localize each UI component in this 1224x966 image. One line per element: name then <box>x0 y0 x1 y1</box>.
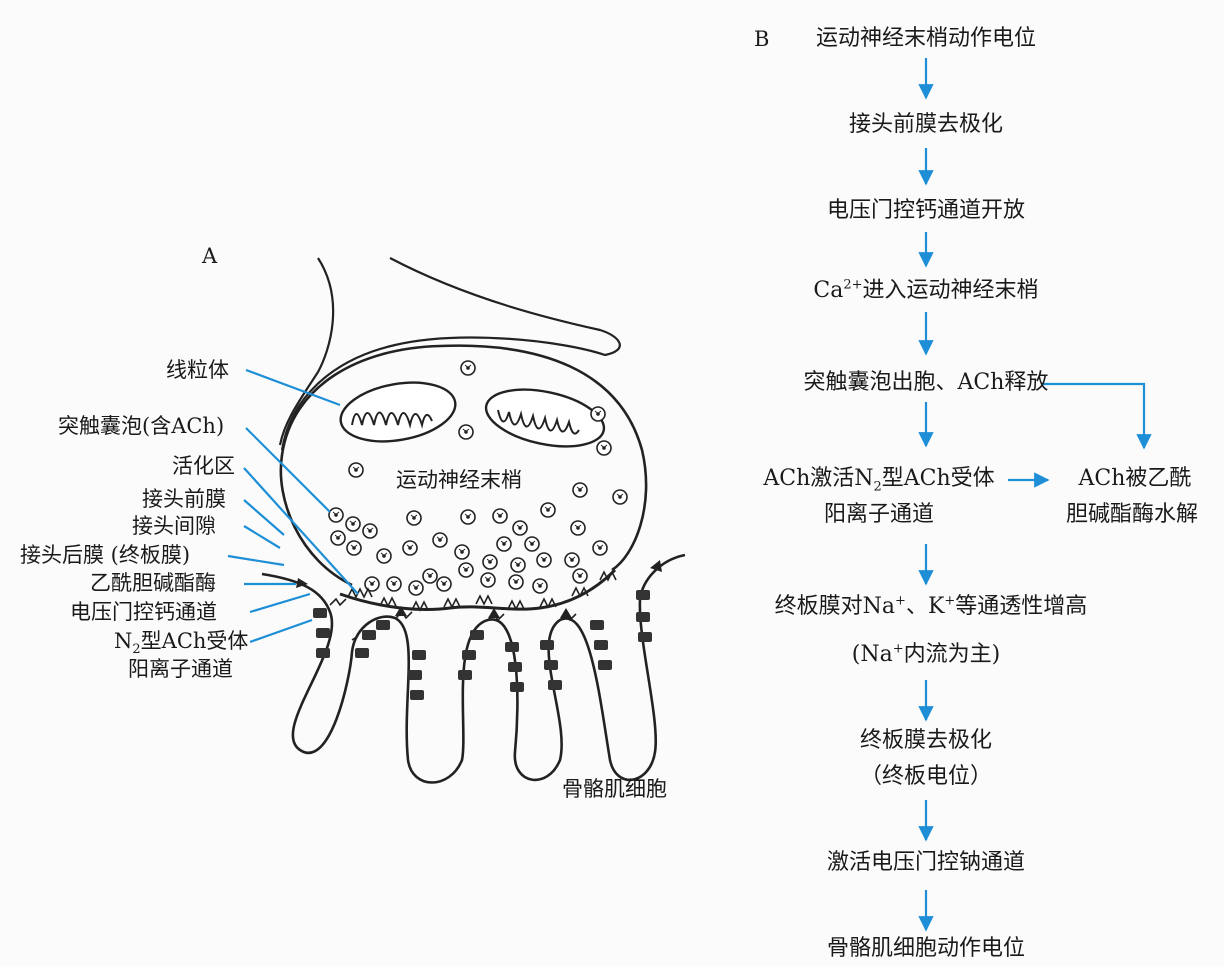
flow-step-7: 终板膜对Na+、K+等通透性增高 <box>746 594 1116 620</box>
flow-step-8-pre: (Na <box>851 642 893 667</box>
flow-step-2: 接头前膜去极化 <box>848 112 1003 137</box>
nerve-terminal-outline <box>279 344 648 587</box>
mitochondrion-right <box>484 388 606 448</box>
label-synaptic-vesicle: 突触囊泡(含ACh) <box>58 414 225 438</box>
flow-step-6b: 阳离子通道 <box>823 502 934 527</box>
calcium-charge: 2+ <box>843 277 863 293</box>
label-active-zone: 活化区 <box>172 454 235 478</box>
flow-step-10: 激活电压门控钠通道 <box>826 850 1025 875</box>
leader-lines <box>227 368 359 644</box>
mitochondrion-left <box>339 381 457 443</box>
panel-a-letter: A <box>202 244 218 268</box>
flow-step-6a-pre: ACh激活N <box>763 466 874 491</box>
sodium-charge: + <box>895 593 906 609</box>
flow-step-9b: （终板电位） <box>859 764 992 789</box>
label-junctional-cleft: 接头间隙 <box>132 514 216 538</box>
label-prejunctional-membrane: 接头前膜 <box>142 487 226 511</box>
ach-receptors <box>313 590 652 700</box>
flow-step-7-post: 等通透性增高 <box>955 594 1088 619</box>
flow-step-4: Ca2+进入运动神经末梢 <box>766 278 1086 304</box>
flow-step-3: 电压门控钙通道开放 <box>826 198 1025 223</box>
flow-step-8-post: 内流为主) <box>903 642 1001 667</box>
label-cation-channel: 阳离子通道 <box>128 657 233 681</box>
receptor-subscript: 2 <box>132 642 141 658</box>
flow-step-4-text: 进入运动神经末梢 <box>862 278 1039 303</box>
flow-step-7-pre: 终板膜对Na <box>774 594 896 619</box>
flow-step-6a-sub: 2 <box>873 479 882 495</box>
flow-side-hydrolysis-2: 胆碱酯酶水解 <box>1065 502 1198 527</box>
active-zone-ticks <box>347 570 617 612</box>
flow-step-5: 突触囊泡出胞、ACh释放 <box>803 370 1049 395</box>
label-vg-calcium-channel: 电压门控钙通道 <box>70 600 217 624</box>
flow-step-1: 运动神经末梢动作电位 <box>815 26 1036 51</box>
postjunctional-membrane <box>261 553 686 784</box>
flow-step-7-mid: 、K <box>905 594 945 619</box>
flow-side-hydrolysis-1: ACh被乙酰 <box>1078 466 1192 491</box>
receptor-suffix: 型ACh受体 <box>140 629 249 653</box>
potassium-charge: + <box>944 593 956 609</box>
postjunctional-arrowheads <box>296 560 662 618</box>
calcium-symbol: Ca <box>813 278 844 303</box>
label-mitochondria: 线粒体 <box>166 358 229 382</box>
receptor-prefix: N <box>114 629 133 653</box>
panel-b-letter: B <box>754 27 770 51</box>
flow-step-9a: 终板膜去极化 <box>859 728 992 753</box>
label-acetylcholinesterase: 乙酰胆碱酯酶 <box>90 571 216 595</box>
label-nerve-terminal: 运动神经末梢 <box>396 468 522 492</box>
label-postjunctional-membrane: 接头后膜 (终板膜) <box>20 543 191 567</box>
flow-arrows <box>918 58 1152 932</box>
flow-step-8: (Na+内流为主) <box>766 642 1086 668</box>
flow-step-6a-post: 型ACh受体 <box>881 466 995 491</box>
schwann-sheath <box>280 257 621 451</box>
axon-outline <box>278 257 335 446</box>
sodium-charge-2: + <box>892 641 904 657</box>
flow-step-11: 骨骼肌细胞动作电位 <box>826 936 1025 961</box>
label-ach-receptor: N2型ACh受体 <box>114 629 248 662</box>
flow-step-6a: ACh激活N2型ACh受体 <box>746 466 1012 495</box>
label-skeletal-muscle: 骨骼肌细胞 <box>562 777 667 801</box>
